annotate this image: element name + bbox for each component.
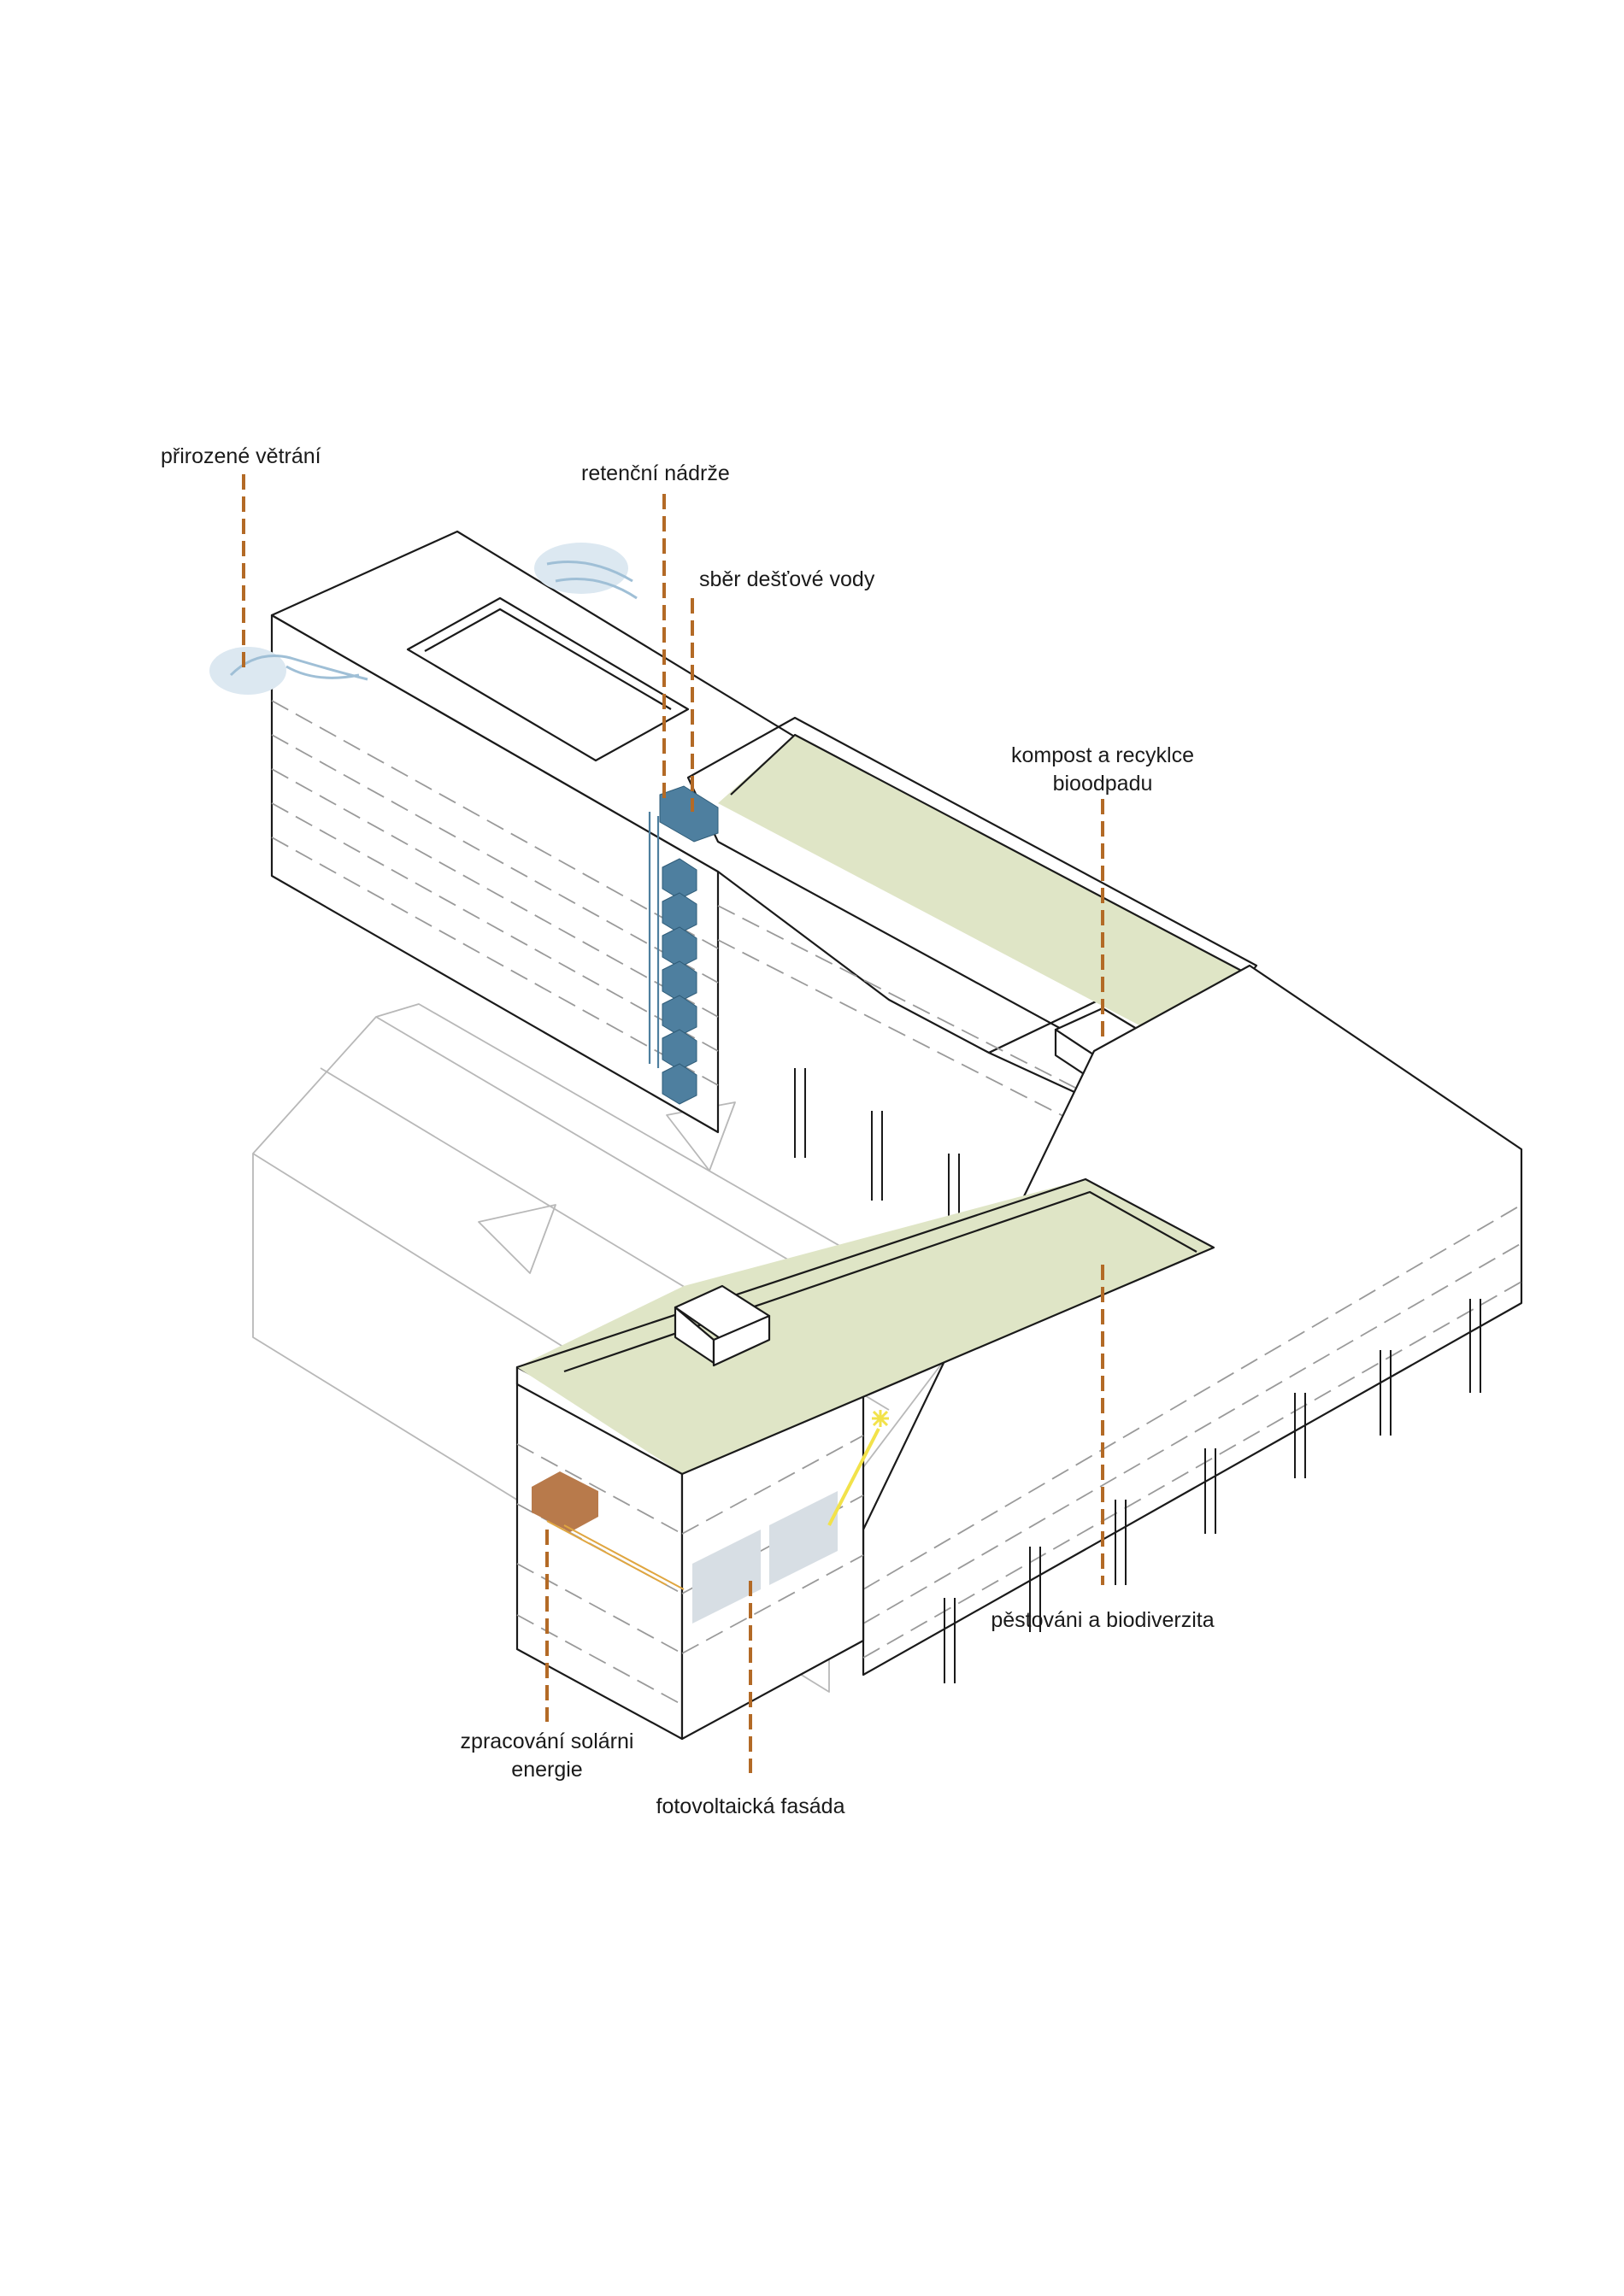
label-cultivation-biodiversity: pěstováni a biodiverzita: [991, 1608, 1215, 1632]
skylight: [406, 596, 690, 762]
lower-wing: [515, 1177, 1215, 1741]
leader-lines: [242, 474, 1104, 1773]
upper-wing: [270, 530, 1258, 1222]
green-roof-upper: [718, 735, 1248, 1051]
green-roof-lower: [517, 1179, 1214, 1474]
label-compost-line2: bioodpadu: [1052, 771, 1153, 796]
label-solar-processing-line2: energie: [511, 1757, 583, 1782]
pv-panel-1: [692, 1530, 761, 1624]
label-compost-line1: kompost a recyklce: [1011, 743, 1194, 767]
label-natural-ventilation: přirozené větrání: [161, 444, 321, 468]
label-rainwater-collection: sběr dešťové vody: [699, 567, 875, 591]
label-retention-tanks: retenční nádrže: [581, 461, 730, 485]
wind-icon: [209, 543, 638, 695]
battery-box-icon: [532, 1471, 598, 1532]
retention-tanks: [648, 785, 719, 1105]
label-pv-facade: fotovoltaická fasáda: [656, 1794, 845, 1818]
label-solar-processing-line1: zpracování solárni: [460, 1729, 634, 1753]
label-solar-processing: zpracování solárni energie: [461, 1728, 634, 1783]
sun-icon: [827, 1410, 889, 1526]
pv-panel-2: [769, 1491, 838, 1585]
label-compost: kompost a recyklce bioodpadu: [1011, 742, 1194, 797]
